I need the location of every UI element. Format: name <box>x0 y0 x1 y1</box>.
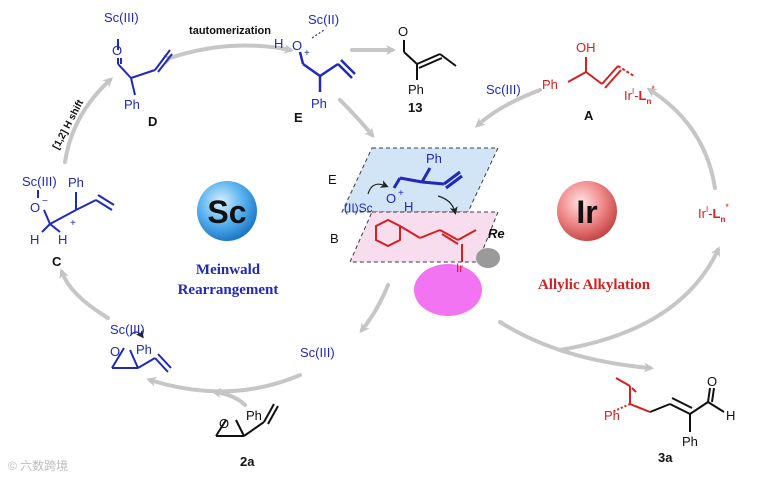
compound-A <box>567 57 635 89</box>
cycle-arrows <box>59 43 720 407</box>
center-re-face: Re <box>488 226 505 241</box>
arrow-epox-to-C <box>59 268 110 320</box>
sc-catalyst-badge: Sc <box>197 181 257 241</box>
C-metal: Sc(III) <box>22 174 57 189</box>
3a-oxygen: O <box>707 374 717 389</box>
compound-2a <box>215 403 279 437</box>
sc-badge-text: Sc <box>207 194 246 230</box>
arrow-bottom-sc <box>146 373 302 394</box>
transition-state-planes <box>341 147 500 316</box>
tautomerization-arrow <box>162 43 294 65</box>
compound-C <box>37 190 115 233</box>
D-label: D <box>148 114 157 129</box>
D-oxygen: O <box>112 43 122 58</box>
C-minus: − <box>42 196 48 207</box>
epox-sc-oxygen: O <box>110 344 120 359</box>
E-oxygen: O <box>292 38 302 53</box>
13-phenyl: Ph <box>408 82 424 97</box>
C-plus: + <box>70 218 76 229</box>
epox-sc-phenyl: Ph <box>136 342 152 357</box>
center-E-label: E <box>328 172 337 187</box>
C-oxygen: O <box>30 200 40 215</box>
A-label: A <box>584 108 594 123</box>
plane-E-molecule <box>392 167 463 190</box>
compound-3a <box>611 377 725 432</box>
sc-cycle-title-2: Rearrangement <box>178 282 279 298</box>
D-phenyl: Ph <box>124 97 140 112</box>
arrow-A-to-center <box>475 88 542 128</box>
ir-catalyst-text: IrI-Ln* <box>698 202 729 224</box>
ir-catalyst-badge: Ir <box>557 181 617 241</box>
arrow-E-to-center <box>338 98 375 139</box>
ir-ball <box>557 181 617 241</box>
ligand-gray-blob <box>476 248 500 268</box>
center-scandium: (II)Sc <box>344 201 373 215</box>
C-hydrogen-2: H <box>58 232 67 247</box>
center-phenyl: Ph <box>426 151 442 166</box>
arrow-C-to-D <box>63 77 113 164</box>
compound-13 <box>403 40 457 80</box>
E-label: E <box>294 110 303 125</box>
sc-ball <box>197 181 257 241</box>
center-B-label: B <box>330 231 339 246</box>
plane-B-molecule <box>375 218 477 262</box>
sc-cycle-title-1: Meinwald <box>196 262 261 278</box>
2a-oxygen: O <box>219 416 229 431</box>
watermark: © 六数跨境 <box>8 458 68 473</box>
3a-phenyl-2: Ph <box>682 434 698 449</box>
2a-label: 2a <box>240 454 255 469</box>
arrow-curl-left <box>367 180 389 195</box>
E-plus: + <box>304 48 310 59</box>
C-label: C <box>52 254 62 269</box>
ligand-blob <box>414 264 482 316</box>
arrow-curl-right <box>437 195 458 215</box>
13-label: 13 <box>408 100 422 115</box>
E-metal: Sc(II) <box>308 12 339 27</box>
E-phenyl: Ph <box>311 96 327 111</box>
arrow-Ir-to-A <box>646 87 717 190</box>
tautomerization-label: tautomerization <box>189 25 271 37</box>
E-hydrogen: H <box>274 36 283 51</box>
A-hydroxyl: OH <box>576 40 596 55</box>
center-iridium: Ir <box>456 261 463 275</box>
compound-D <box>117 39 173 96</box>
arrow-center-to-sc <box>359 283 390 334</box>
A-iridium: IrI-Ln* <box>624 84 655 106</box>
A-phenyl: Ph <box>542 77 558 92</box>
3a-hydrogen: H <box>726 408 735 423</box>
arrow-product-to-Ir <box>558 246 720 352</box>
compound-E <box>298 51 356 92</box>
center-oxygen: O <box>386 191 396 206</box>
C-hydrogen-1: H <box>30 232 39 247</box>
center-hydrogen: H <box>404 199 413 214</box>
arrow-center-to-3a <box>498 320 654 373</box>
ir-cycle-title: Allylic Alkylation <box>538 277 651 293</box>
3a-phenyl-1: Ph <box>604 408 620 423</box>
center-plus: + <box>398 188 404 199</box>
epoxide-sc-complex <box>111 329 172 373</box>
A-scandium: Sc(III) <box>486 82 521 97</box>
2a-phenyl: Ph <box>246 408 262 423</box>
sc-regenerated-text: Sc(III) <box>300 345 335 360</box>
3a-label: 3a <box>658 450 673 465</box>
arrow-2a-in <box>211 387 247 407</box>
C-phenyl: Ph <box>68 175 84 190</box>
ir-badge-text: Ir <box>576 194 597 230</box>
epox-sc-metal: Sc(III) <box>110 322 145 337</box>
D-metal: Sc(III) <box>104 10 139 25</box>
13-oxygen: O <box>398 24 408 39</box>
